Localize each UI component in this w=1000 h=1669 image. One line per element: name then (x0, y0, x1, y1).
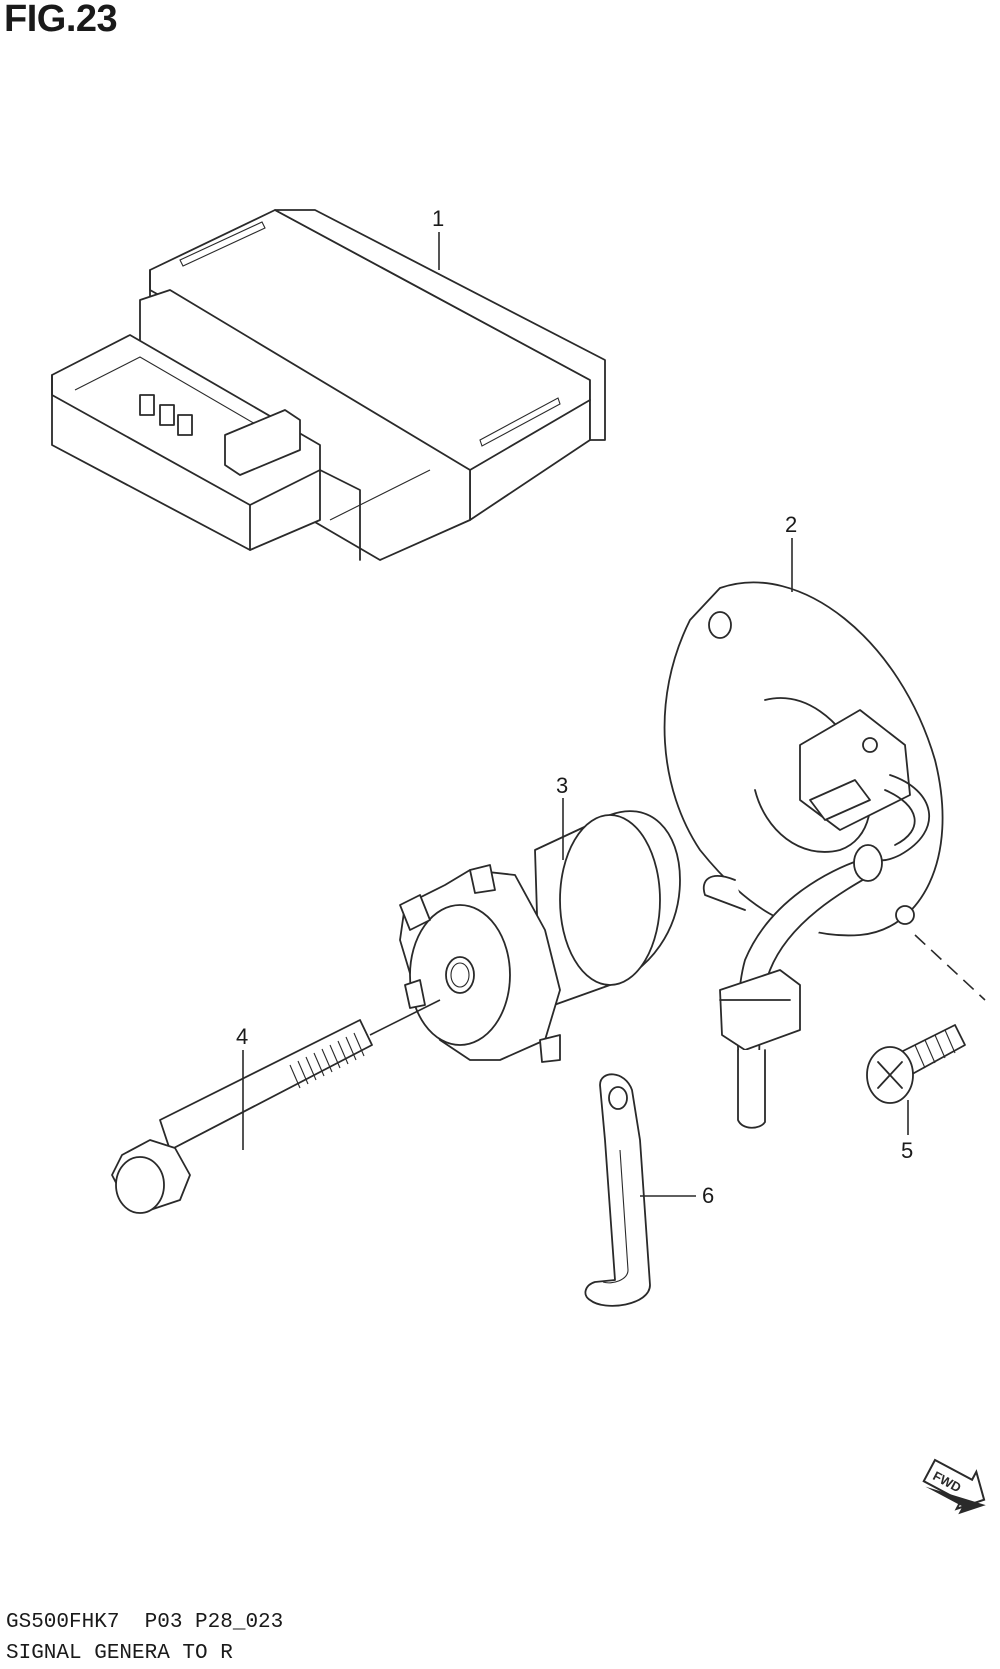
callout-2: 2 (785, 512, 797, 537)
figure-description: SIGNAL GENERA TO R (6, 1642, 233, 1665)
part-3-signal-rotor[interactable] (399, 810, 681, 1063)
callout-1: 1 (432, 206, 444, 231)
figure-title: FIG.23 (4, 0, 118, 40)
callout-5: 5 (901, 1138, 913, 1163)
part-2-signal-generator-plate[interactable] (663, 581, 944, 1129)
callout-4: 4 (236, 1024, 248, 1049)
callout-6: 6 (702, 1183, 714, 1208)
model-code: GS500FHK7 P03 P28_023 (6, 1611, 284, 1634)
part-1-ignitor-module[interactable] (51, 209, 606, 561)
part-5-screw[interactable] (866, 934, 986, 1104)
part-6-wire-clamp[interactable] (584, 1073, 651, 1307)
screw-thread (914, 1029, 956, 1069)
bolt-thread (289, 1032, 365, 1089)
fwd-arrow-icon: FWD (922, 1458, 986, 1515)
part-4-bolt[interactable] (111, 999, 441, 1214)
callout-3: 3 (556, 773, 568, 798)
